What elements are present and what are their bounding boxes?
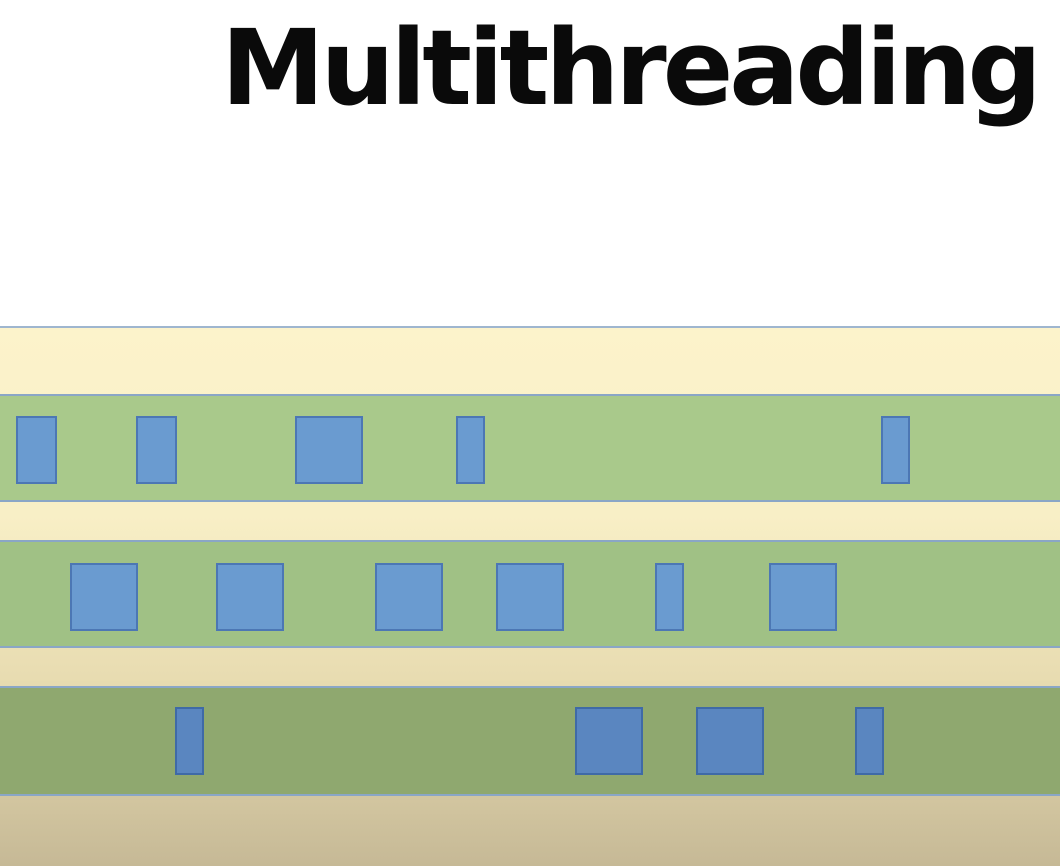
task-block [855,707,884,775]
task-block [216,563,284,631]
thread-lane [0,394,1060,502]
thread-diagram [0,326,1060,866]
task-block [696,707,764,775]
task-block [769,563,837,631]
task-block [496,563,564,631]
task-block [136,416,177,484]
task-block [16,416,57,484]
task-block [295,416,363,484]
thread-lane [0,686,1060,796]
task-block [456,416,485,484]
thread-lane [0,540,1060,648]
task-block [575,707,643,775]
task-block [70,563,138,631]
page-title: Multithreading [221,7,1042,129]
task-block [881,416,910,484]
task-block [175,707,204,775]
task-block [375,563,443,631]
task-block [655,563,684,631]
